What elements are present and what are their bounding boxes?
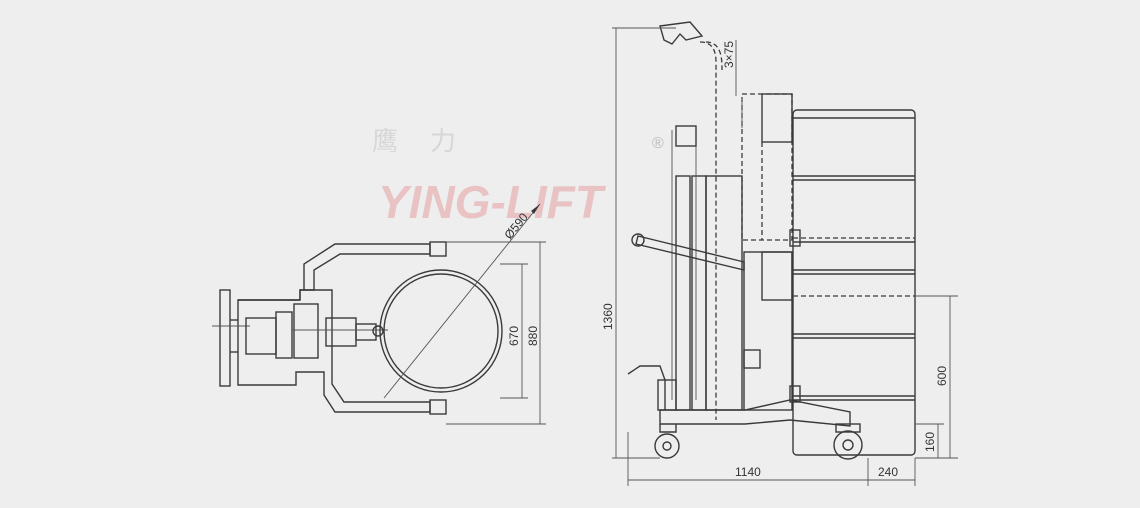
diameter-line	[383, 203, 541, 399]
frame-upper-arm	[299, 243, 431, 300]
hydraulic-pump	[657, 379, 677, 411]
raised-mast-line-1	[699, 41, 717, 420]
handle-grip	[631, 233, 645, 247]
raised-carriage	[741, 93, 793, 241]
chassis	[659, 399, 851, 427]
watermark-registered: ®	[652, 135, 664, 152]
raised-handle-tip	[659, 21, 704, 45]
rear-wheel-hub	[662, 441, 672, 451]
top-view: Ø590 670 880	[212, 203, 546, 425]
height-label: 1360	[601, 303, 615, 330]
hole-pitch-label: 3×75	[722, 41, 736, 68]
rear-wheel	[654, 433, 680, 459]
inner-width-label: 670	[507, 326, 521, 346]
drum-body	[792, 109, 916, 456]
mast-left	[675, 175, 691, 411]
watermark: 鹰 力 YING-LIFT ®	[372, 127, 664, 228]
clamp-jaw	[355, 323, 377, 341]
watermark-chinese-1: 鹰	[372, 127, 398, 157]
drum-inner-circle	[383, 273, 499, 389]
motor-block	[245, 317, 277, 355]
drum-holder-mid	[789, 229, 801, 247]
clamp-lower	[429, 399, 447, 415]
front-wheel-hub	[842, 439, 854, 451]
front-wheel-mount	[835, 423, 861, 433]
rear-wheel-fork	[659, 424, 677, 433]
raised-mast-line-2	[705, 41, 723, 71]
gear-box	[275, 311, 293, 359]
clamp-upper	[429, 241, 447, 257]
handle-bar	[219, 289, 231, 387]
front-wheel	[833, 430, 863, 460]
clamp-head	[325, 317, 357, 347]
watermark-chinese-2: 力	[430, 127, 456, 157]
foot-pedal	[627, 365, 666, 410]
mast-block	[293, 303, 319, 359]
chain-pulley-top	[675, 125, 697, 147]
mast-right	[691, 175, 707, 411]
clamp-unit-high	[761, 93, 793, 143]
side-view: 3×75 1360 600 160 1140 240	[601, 21, 958, 486]
watermark-brand: YING-LIFT	[378, 176, 607, 228]
drum-holder-low	[789, 385, 801, 403]
drum-side	[792, 109, 916, 456]
length-label: 1140	[735, 465, 761, 479]
clamp-unit-low	[761, 251, 793, 301]
outer-width-label: 880	[526, 326, 540, 346]
carriage-frame	[705, 175, 743, 411]
drum-outer-circle	[379, 269, 503, 393]
carriage-bracket	[743, 349, 761, 369]
overhang-label: 240	[878, 465, 898, 479]
pivot-pin	[372, 325, 384, 337]
carriage	[743, 251, 793, 411]
chain-lines	[671, 130, 697, 400]
frame-lower-arm	[237, 289, 431, 413]
min-height-label: 160	[923, 432, 937, 452]
diameter-arrow	[531, 204, 540, 214]
lift-height-label: 600	[935, 366, 949, 386]
